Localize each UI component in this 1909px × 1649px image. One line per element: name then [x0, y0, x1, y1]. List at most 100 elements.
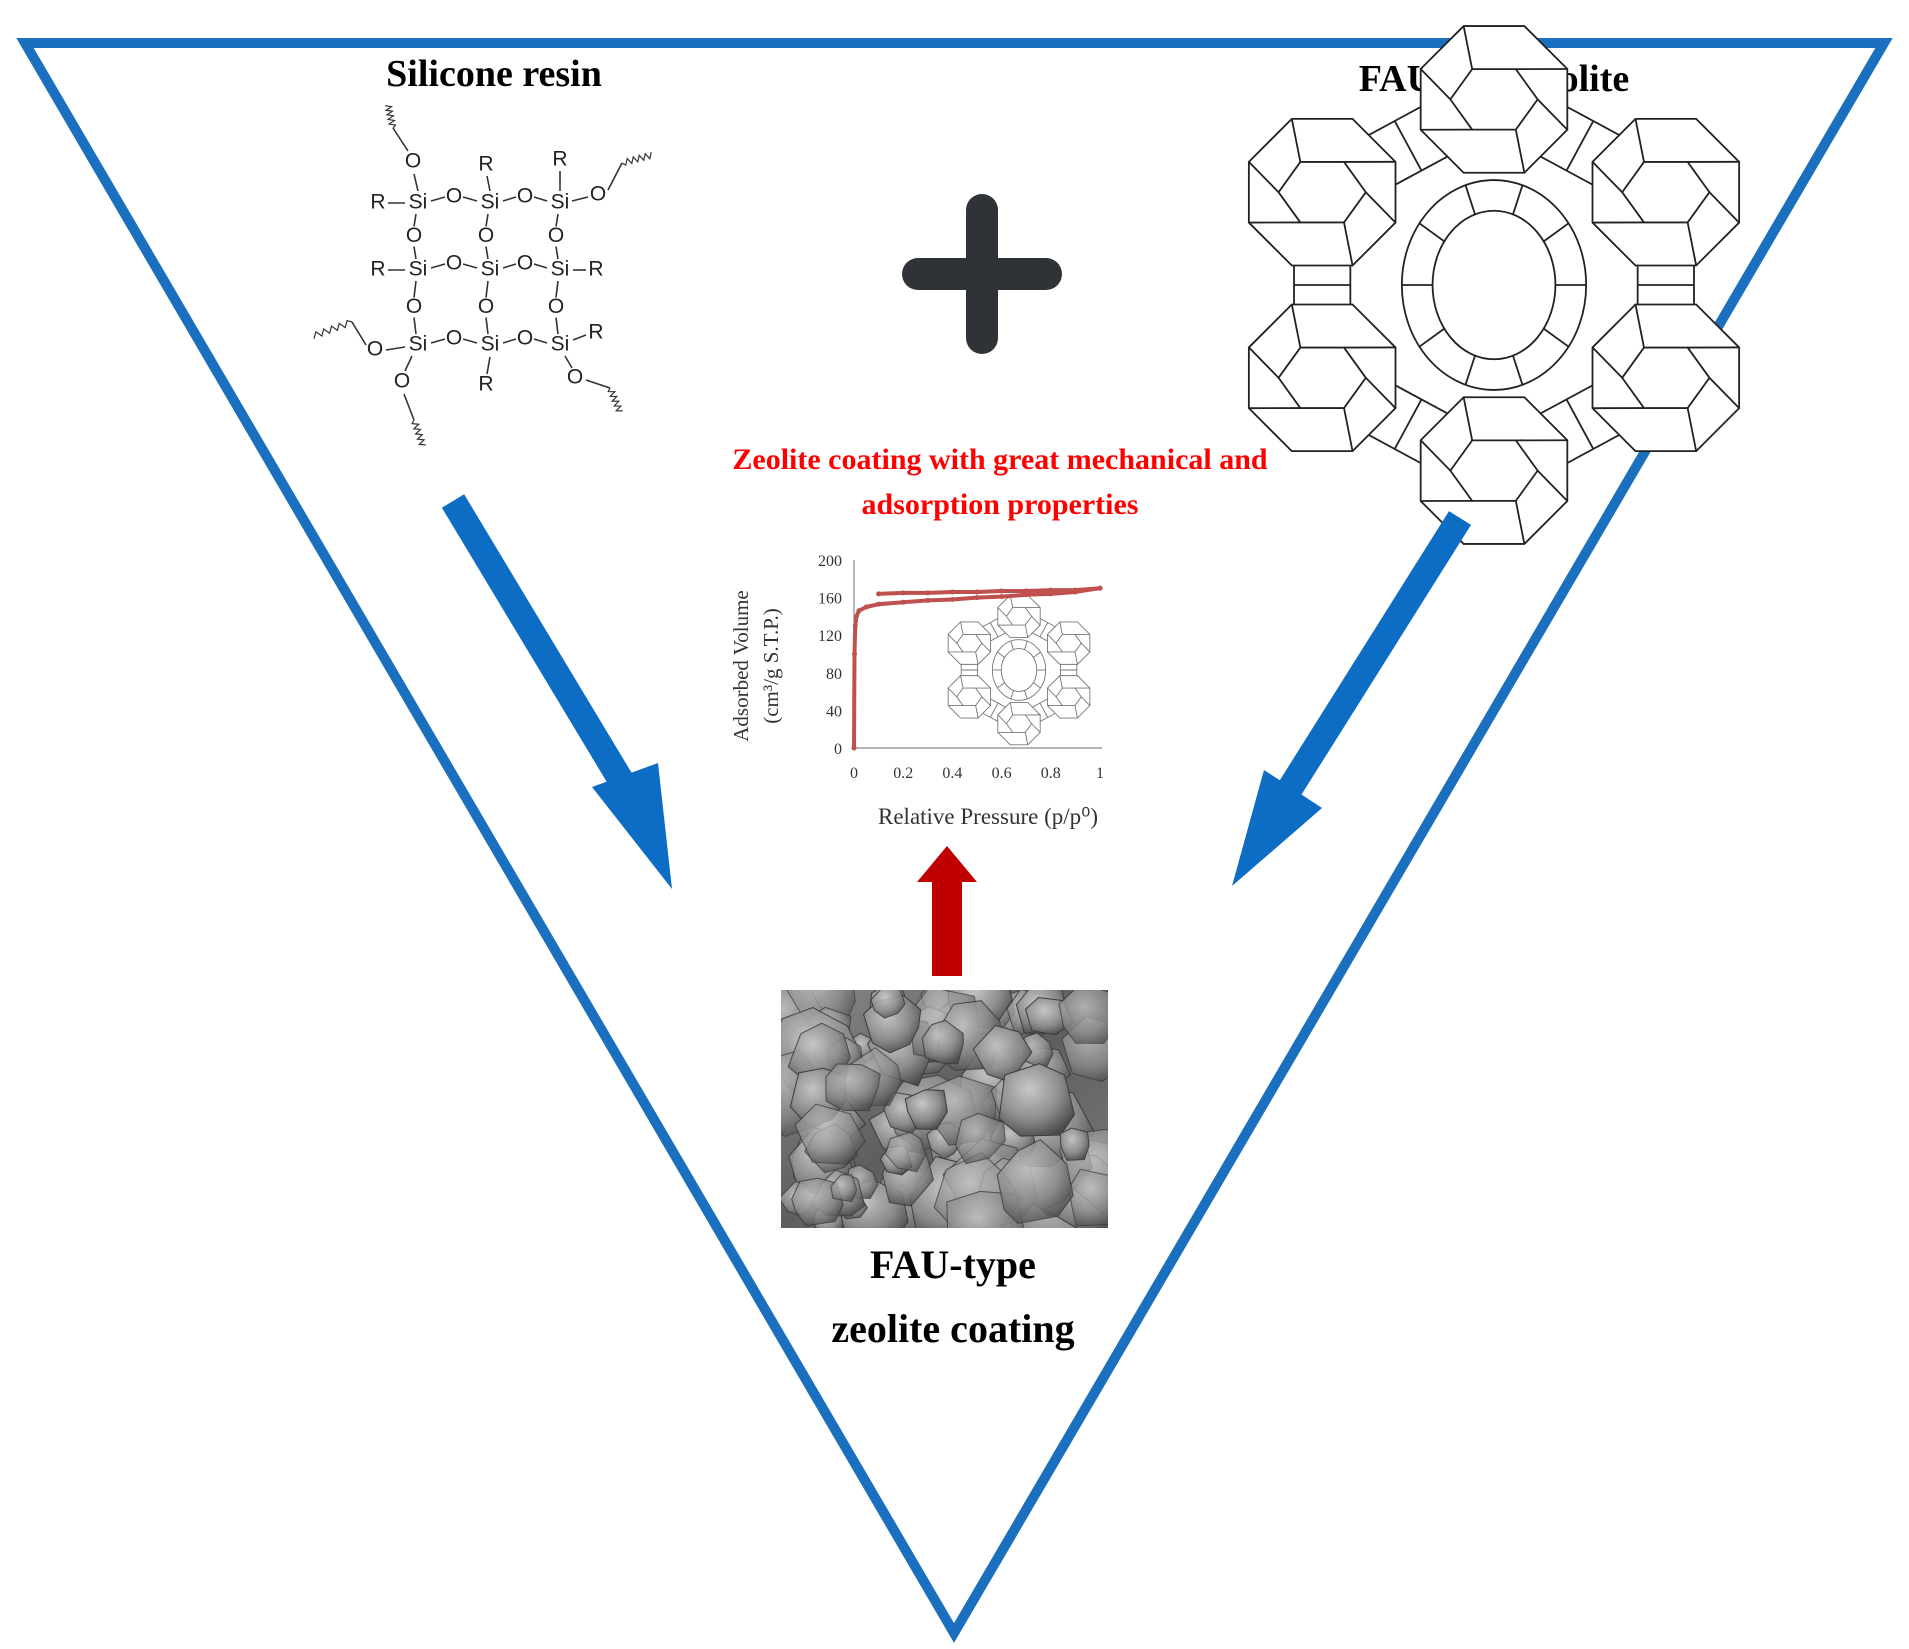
- data-point: [999, 594, 1005, 600]
- r-group: R: [478, 153, 493, 176]
- frame-triangle: [16, 38, 1893, 1643]
- x-tick-label: 0: [850, 765, 858, 782]
- oxygen-atom: O: [394, 370, 410, 393]
- crystal-particle: [791, 1177, 844, 1227]
- data-point: [1023, 588, 1029, 594]
- r-group: R: [588, 258, 603, 281]
- crystal-particle: [870, 990, 906, 1019]
- crystal-particle: [904, 1089, 948, 1130]
- crystal-particle: [954, 1112, 1006, 1165]
- data-point: [900, 590, 906, 596]
- data-point: [1023, 592, 1029, 598]
- oxygen-atom: O: [590, 183, 606, 206]
- silicone-resin-title: Silicone resin: [386, 53, 602, 95]
- crystal-particle: [830, 1174, 858, 1203]
- x-tick-label: 0.8: [1041, 765, 1061, 782]
- data-point: [974, 595, 980, 601]
- data-point: [1097, 585, 1103, 591]
- crystal-particle: [1058, 990, 1108, 1044]
- silicon-atom: Si: [409, 258, 428, 281]
- y-axis-label-line2: (cm³/g S.T.P.): [759, 608, 783, 724]
- crystal-particle: [825, 1063, 881, 1112]
- isotherm-chart: Adsorbed Volume (cm³/g S.T.P.) Relative …: [729, 553, 1104, 829]
- silicon-atom: Si: [481, 333, 500, 356]
- x-tick-label: 0.2: [893, 765, 913, 782]
- data-point: [876, 601, 882, 607]
- red-up-arrow: [917, 846, 977, 976]
- sem-micrograph-image: [781, 990, 1108, 1228]
- data-point: [949, 589, 955, 595]
- oxygen-atom: O: [517, 185, 533, 208]
- oxygen-atom: O: [406, 295, 422, 318]
- y-tick-label: 80: [826, 666, 842, 683]
- oxygen-atom: O: [446, 327, 462, 350]
- silicon-atom: Si: [481, 258, 500, 281]
- crystal-particle: [921, 1019, 964, 1065]
- data-point: [876, 591, 882, 597]
- y-tick-label: 40: [826, 703, 842, 720]
- x-tick-label: 1: [1096, 765, 1104, 782]
- r-group: R: [370, 191, 385, 214]
- crystal-particle: [1059, 1127, 1090, 1161]
- x-tick-label: 0.6: [992, 765, 1012, 782]
- silicon-atom: Si: [481, 191, 500, 214]
- crystal-particle: [996, 1138, 1074, 1225]
- oxygen-atom: O: [517, 327, 533, 350]
- y-tick-label: 0: [834, 741, 842, 758]
- crystal-particle: [1067, 1168, 1108, 1227]
- y-axis-label-line1: Adsorbed Volume: [729, 590, 753, 741]
- crystal-particle: [998, 1063, 1075, 1137]
- coating-properties-title-line2: adsorption properties: [862, 488, 1139, 521]
- data-point: [949, 596, 955, 602]
- data-point: [1072, 587, 1078, 593]
- oxygen-atom: O: [406, 224, 422, 247]
- oxygen-atom: O: [367, 338, 383, 361]
- chart-inset-zeolite-icon: [947, 594, 1091, 746]
- y-tick-label: 160: [818, 591, 842, 608]
- oxygen-atom: O: [478, 295, 494, 318]
- y-tick-label: 200: [818, 553, 842, 570]
- oxygen-atom: O: [446, 185, 462, 208]
- r-group: R: [478, 373, 493, 396]
- data-point: [853, 613, 859, 619]
- oxygen-atom: O: [478, 224, 494, 247]
- data-point: [851, 651, 857, 657]
- silicon-atom: Si: [551, 191, 570, 214]
- silicon-atom: Si: [551, 258, 570, 281]
- data-point: [1048, 591, 1054, 597]
- coating-label-line2: zeolite coating: [831, 1306, 1074, 1351]
- oxygen-atom: O: [548, 224, 564, 247]
- oxygen-atom: O: [446, 252, 462, 275]
- coating-properties-title-line1: Zeolite coating with great mechanical an…: [732, 443, 1268, 476]
- crystal-particle: [794, 1103, 866, 1165]
- oxygen-atom: O: [405, 150, 421, 173]
- data-point: [851, 745, 857, 751]
- r-group: R: [370, 258, 385, 281]
- data-point: [863, 604, 869, 610]
- left-blue-arrow: [441, 494, 672, 889]
- data-point: [999, 588, 1005, 594]
- oxygen-atom: O: [567, 366, 583, 389]
- y-tick-label: 120: [818, 628, 842, 645]
- adsorption-curve: [852, 586, 1101, 749]
- x-axis-label: Relative Pressure (p/p⁰): [878, 804, 1098, 829]
- crystal-particle: [884, 1131, 927, 1173]
- data-point: [900, 599, 906, 605]
- desorption-curve: [878, 586, 1101, 596]
- r-group: R: [552, 148, 567, 171]
- right-blue-arrow: [1232, 511, 1472, 886]
- data-point: [1048, 587, 1054, 593]
- data-point: [925, 590, 931, 596]
- silicon-atom: Si: [409, 333, 428, 356]
- plus-icon: [902, 194, 1062, 354]
- data-point: [925, 597, 931, 603]
- coating-label-line1: FAU-type: [870, 1242, 1036, 1287]
- r-group: R: [588, 321, 603, 344]
- silicon-atom: Si: [551, 333, 570, 356]
- silicon-atom: Si: [409, 191, 428, 214]
- data-point: [856, 608, 862, 614]
- oxygen-atom: O: [517, 252, 533, 275]
- data-point: [974, 589, 980, 595]
